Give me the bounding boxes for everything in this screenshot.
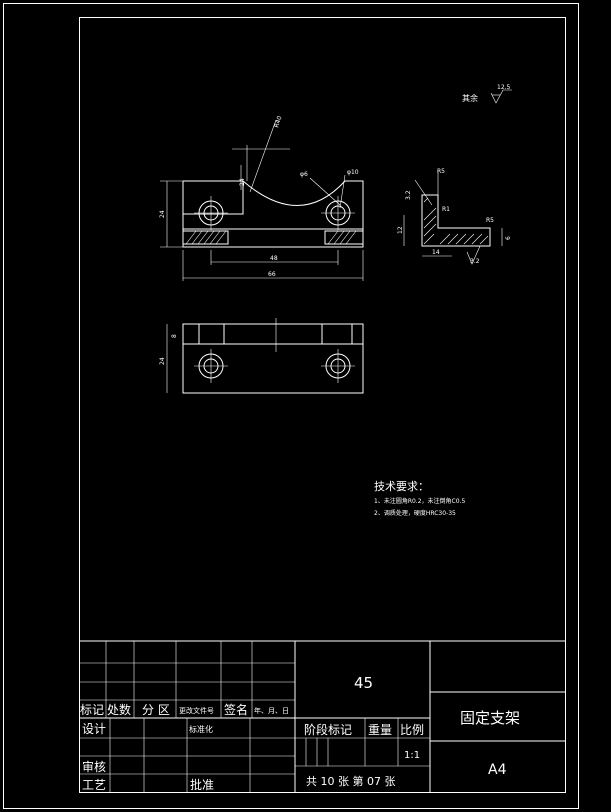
tech-title: 技术要求： <box>374 480 429 493</box>
tech-line-1: 1、未注圆角R0.2，未注倒角C0.5 <box>374 497 465 505</box>
side-view: 3.2 R5 R1 12 14 R5 6 3.2 <box>397 168 512 265</box>
row-standardize: 标准化 <box>189 724 213 734</box>
hdr-count: 处数 <box>107 702 131 717</box>
title-block: 45 固定支架 A4 标记 处数 分 区 更改文件号 签名 年、月、日 设计 标… <box>79 640 565 792</box>
dim-h48: 48 <box>270 255 278 262</box>
technical-requirements: 技术要求： 1、未注圆角R0.2，未注倒角C0.5 2、调质处理，硬度HRC30… <box>374 480 465 517</box>
hdr-weight: 重量 <box>368 723 392 737</box>
hdr-date: 年、月、日 <box>254 706 289 715</box>
sheet-count: 共 10 张 第 07 张 <box>306 774 395 788</box>
side-dim-r5b: R5 <box>486 217 494 224</box>
material-label: 45 <box>354 674 373 692</box>
plan-view: 8 24 <box>159 318 364 394</box>
front-view: R40 24 φ6 φ10 24 48 66 <box>159 115 364 281</box>
row-design: 设计 <box>82 722 106 736</box>
dim-v24: 24 <box>239 178 246 186</box>
inner-frame <box>79 17 566 793</box>
hdr-signature: 签名 <box>224 702 248 717</box>
side-dim-12: 12 <box>397 226 404 234</box>
dim-radius-top: R40 <box>273 115 283 129</box>
plan-dim-24: 24 <box>159 357 166 365</box>
dim-left-24: 24 <box>159 210 166 218</box>
side-dim-6: 6 <box>505 236 512 240</box>
rest-roughness-symbol: 其余 12.5 <box>462 84 512 104</box>
hdr-scale: 比例 <box>400 723 424 737</box>
side-dim-r1: R1 <box>442 206 450 213</box>
dim-hole-b: φ10 <box>347 169 359 176</box>
side-dim-3-2: 3.2 <box>405 190 412 200</box>
row-process: 工艺 <box>82 778 106 792</box>
hdr-zone: 分 区 <box>142 703 170 717</box>
hdr-mark: 标记 <box>80 703 104 717</box>
plan-dim-8: 8 <box>171 334 178 338</box>
tech-line-2: 2、调质处理，硬度HRC30-35 <box>374 509 456 517</box>
part-name: 固定支架 <box>460 709 520 727</box>
side-dim-r5: R5 <box>437 168 445 175</box>
scale-value: 1:1 <box>404 750 420 761</box>
rest-roughness-value: 12.5 <box>497 84 511 91</box>
hdr-stage-mark: 阶段标记 <box>304 722 352 737</box>
side-dim-14: 14 <box>432 249 440 256</box>
row-approve: 批准 <box>190 777 214 792</box>
outer-border <box>3 3 579 809</box>
row-review: 审核 <box>82 759 106 774</box>
rest-roughness-label: 其余 <box>462 93 478 103</box>
hdr-change-doc: 更改文件号 <box>179 706 214 715</box>
sheet-size: A4 <box>488 762 507 778</box>
side-dim-3-2b: 3.2 <box>470 258 480 265</box>
dim-h66: 66 <box>268 271 276 278</box>
dim-hole-a: φ6 <box>300 171 308 178</box>
